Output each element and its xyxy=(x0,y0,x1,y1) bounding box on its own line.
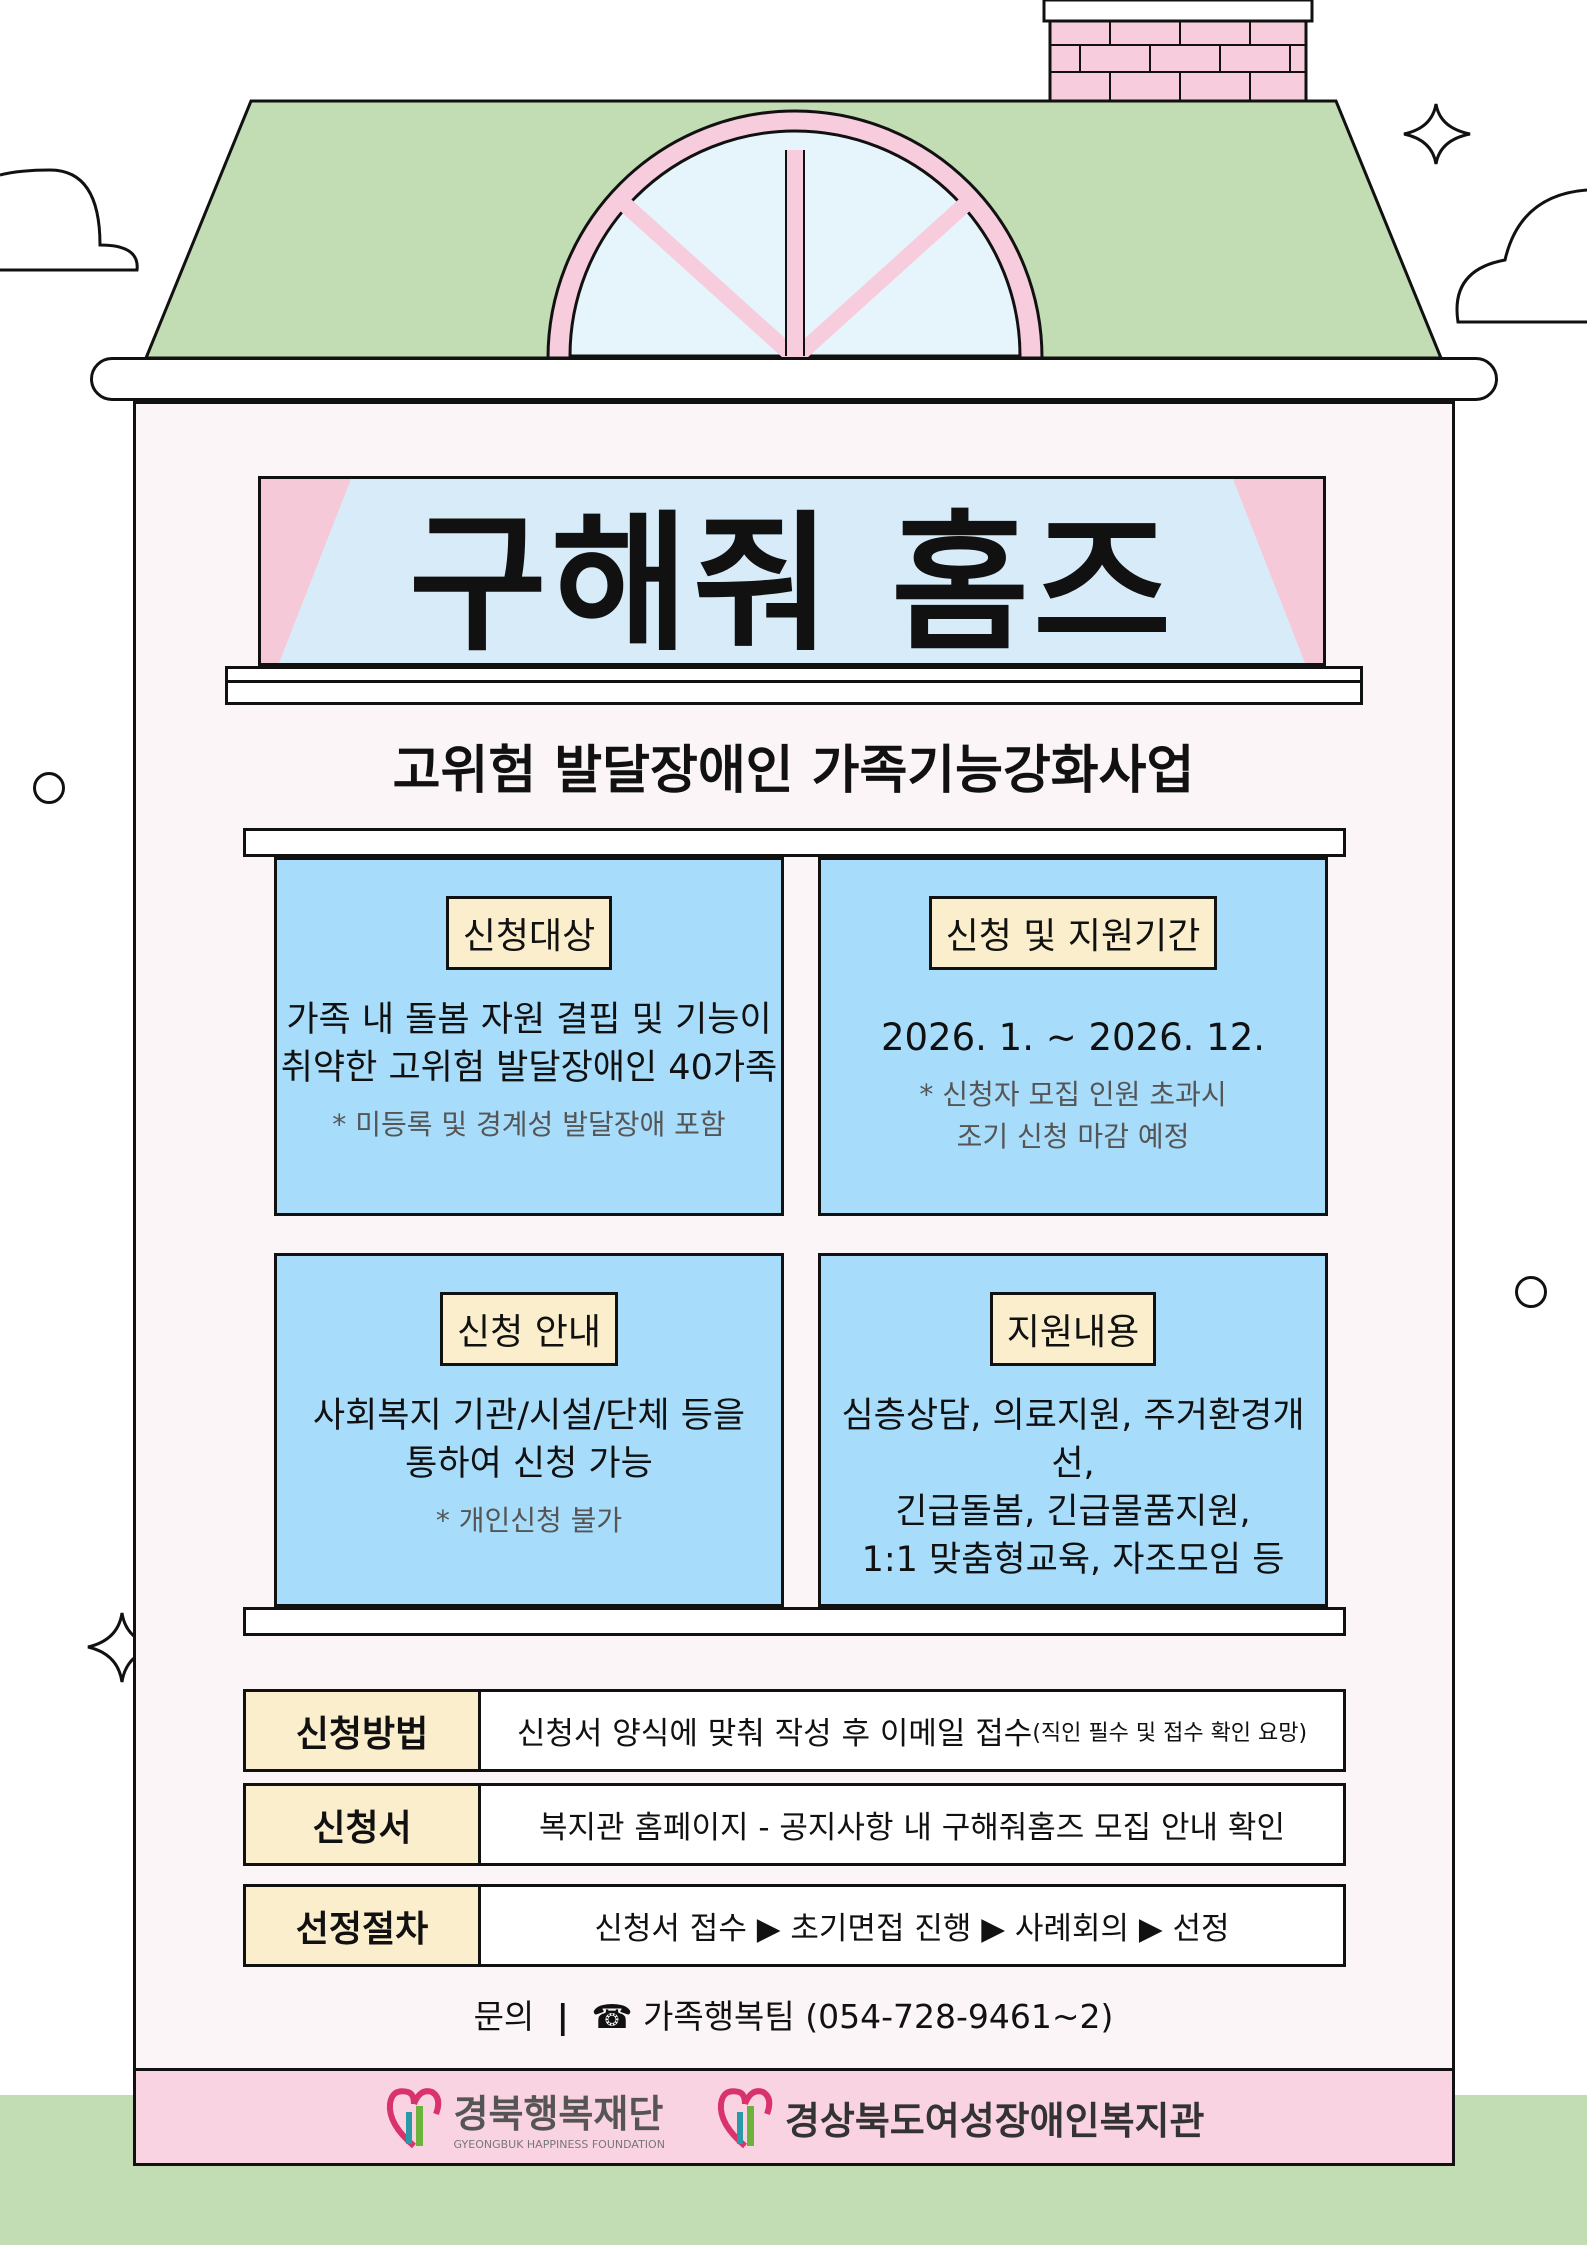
panel-body-line: 취약한 고위험 발달장애인 40가족 xyxy=(280,1048,778,1088)
window-bottom-sill xyxy=(243,1607,1346,1636)
row-label: 선정절차 xyxy=(246,1887,481,1964)
row-label: 신청서 xyxy=(246,1786,481,1863)
sparkle-icon xyxy=(1403,103,1471,165)
title-sign: 구해줘 홈즈 xyxy=(258,476,1326,672)
panel-body: 2026. 1. ~ 2026. 12. xyxy=(821,1014,1325,1062)
info-window-panel: 신청 및 지원기간 2026. 1. ~ 2026. 12. * 신청자 모집 인원… xyxy=(818,857,1328,1216)
info-row: 선정절차 신청서 접수 ▶ 초기면접 진행 ▶ 사례회의 ▶ 선정 xyxy=(243,1884,1346,1967)
contact-label: 문의 xyxy=(473,1997,535,2036)
circle-decoration xyxy=(33,772,65,804)
panel-tag: 신청 및 지원기간 xyxy=(928,896,1218,970)
panel-note: * 미등록 및 경계성 발달장애 포함 xyxy=(277,1104,781,1146)
panel-body-line: 사회복지 기관/시설/단체 등을 xyxy=(312,1396,746,1436)
row-value-text: 신청서 접수 ▶ 초기면접 진행 ▶ 사례회의 ▶ 선정 xyxy=(594,1911,1230,1947)
panel-body-line: 가족 내 돌봄 자원 결핍 및 기능이 xyxy=(286,1000,772,1040)
row-value-text: 복지관 홈페이지 - 공지사항 내 구해줘홈즈 모집 안내 확인 xyxy=(539,1810,1285,1846)
chimney xyxy=(1042,0,1314,104)
sign-shelf xyxy=(225,666,1363,705)
contact-phone: 가족행복팀 (054-728-9461~2) xyxy=(642,1997,1114,2036)
panel-tag: 신청 안내 xyxy=(440,1292,618,1366)
panel-note-line: * 개인신청 불가 xyxy=(435,1504,623,1537)
heart-people-icon xyxy=(386,2088,441,2149)
row-value: 복지관 홈페이지 - 공지사항 내 구해줘홈즈 모집 안내 확인 xyxy=(481,1786,1343,1863)
panel-body: 심층상담, 의료지원, 주거환경개선, 긴급돌봄, 긴급물품지원, 1:1 맞춤형교… xyxy=(821,1392,1325,1584)
panel-note-line: * 신청자 모집 인원 초과시 xyxy=(919,1078,1227,1111)
panel-body-line: 1:1 맞춤형교육, 자조모임 등 xyxy=(861,1540,1285,1580)
panel-note: * 개인신청 불가 xyxy=(277,1500,781,1542)
row-value-note: (직인 필수 및 접수 확인 요망) xyxy=(1032,1720,1308,1746)
panel-body-line: 긴급돌봄, 긴급물품지원, xyxy=(895,1492,1251,1532)
eave xyxy=(90,357,1498,401)
contact-info: 문의 | ☎ 가족행복팀 (054-728-9461~2) xyxy=(0,1990,1587,2038)
panel-body-line: 통하여 신청 가능 xyxy=(405,1444,653,1484)
row-label: 신청방법 xyxy=(246,1692,481,1769)
row-value: 신청서 접수 ▶ 초기면접 진행 ▶ 사례회의 ▶ 선정 xyxy=(481,1887,1343,1964)
row-value: 신청서 양식에 맞춰 작성 후 이메일 접수(직인 필수 및 접수 확인 요망) xyxy=(481,1692,1343,1769)
logo-gyeongbuk-women-disabled-welfare-center: 경상북도여성장애인복지관 xyxy=(715,2084,1204,2150)
panel-tag: 지원내용 xyxy=(989,1292,1157,1366)
arch-window-icon xyxy=(546,109,1044,364)
curtain-left xyxy=(261,479,351,663)
panel-note-line: 조기 신청 마감 예정 xyxy=(956,1120,1190,1153)
cloud-icon xyxy=(1455,188,1587,324)
window-top-sill xyxy=(243,828,1346,857)
heart-people-icon xyxy=(717,2088,773,2149)
panel-body-line: 심층상담, 의료지원, 주거환경개선, xyxy=(841,1396,1305,1484)
cloud-icon xyxy=(0,168,139,272)
panel-note-line: * 미등록 및 경계성 발달장애 포함 xyxy=(332,1108,726,1141)
row-value-text: 신청서 양식에 맞춰 작성 후 이메일 접수 xyxy=(516,1716,1033,1752)
info-row: 신청서 복지관 홈페이지 - 공지사항 내 구해줘홈즈 모집 안내 확인 xyxy=(243,1783,1346,1866)
subtitle: 고위험 발달장애인 가족기능강화사업 xyxy=(392,741,1195,801)
panel-body-line: 2026. 1. ~ 2026. 12. xyxy=(880,1016,1266,1059)
separator: | xyxy=(556,1997,569,2036)
curtain-right xyxy=(1233,479,1323,663)
circle-decoration xyxy=(1515,1276,1547,1308)
roof-illustration xyxy=(0,0,1587,364)
page-title: 구해줘 홈즈 xyxy=(408,497,1176,672)
phone-icon: ☎ xyxy=(591,1997,633,2036)
panel-tag: 신청대상 xyxy=(445,896,613,970)
